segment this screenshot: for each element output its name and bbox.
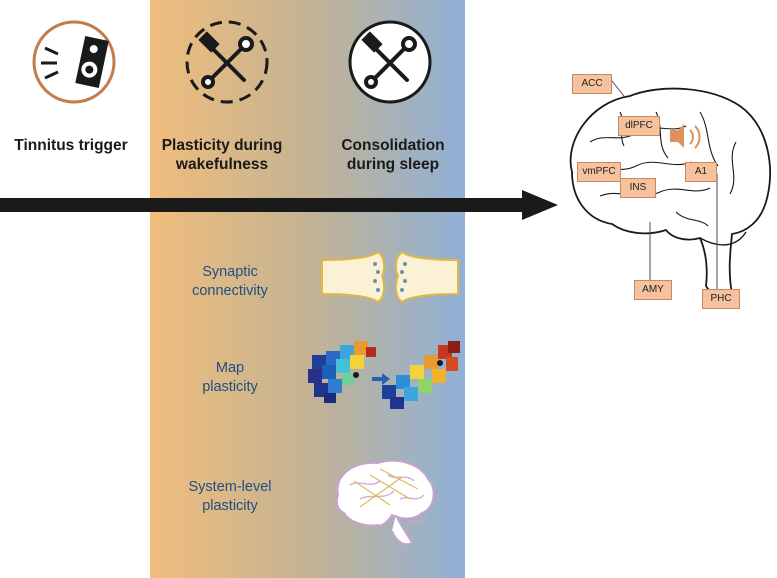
region-phc-tag: PHC xyxy=(702,289,740,309)
level-map-label: Map plasticity xyxy=(202,360,258,395)
tools-icon xyxy=(185,20,269,104)
region-ins-tag: INS xyxy=(620,178,656,198)
speaker-icon xyxy=(32,20,116,104)
region-amy-tag: AMY xyxy=(634,280,672,300)
region-dlpfc-tag: dlPFC xyxy=(618,116,660,136)
map-plasticity-illustration xyxy=(308,341,460,409)
brain-network-illustration xyxy=(569,75,772,297)
stage-wake-label: Plasticity during wakefulness xyxy=(161,137,283,173)
region-vmpfc-tag: vmPFC xyxy=(577,162,621,182)
level-synaptic-label: Synaptic connectivity xyxy=(192,264,268,299)
stage-sleep-label: Consolidation during sleep xyxy=(341,137,445,173)
timeline-arrow xyxy=(0,190,558,220)
stage-trigger-label: Tinnitus trigger xyxy=(14,137,128,154)
region-acc-tag: ACC xyxy=(572,74,612,94)
region-a1-tag: A1 xyxy=(685,162,717,182)
level-system-label: System-level plasticity xyxy=(188,479,272,514)
brain-illustration xyxy=(335,459,435,546)
tools-icon xyxy=(348,20,432,104)
synapse-illustration xyxy=(321,250,459,304)
